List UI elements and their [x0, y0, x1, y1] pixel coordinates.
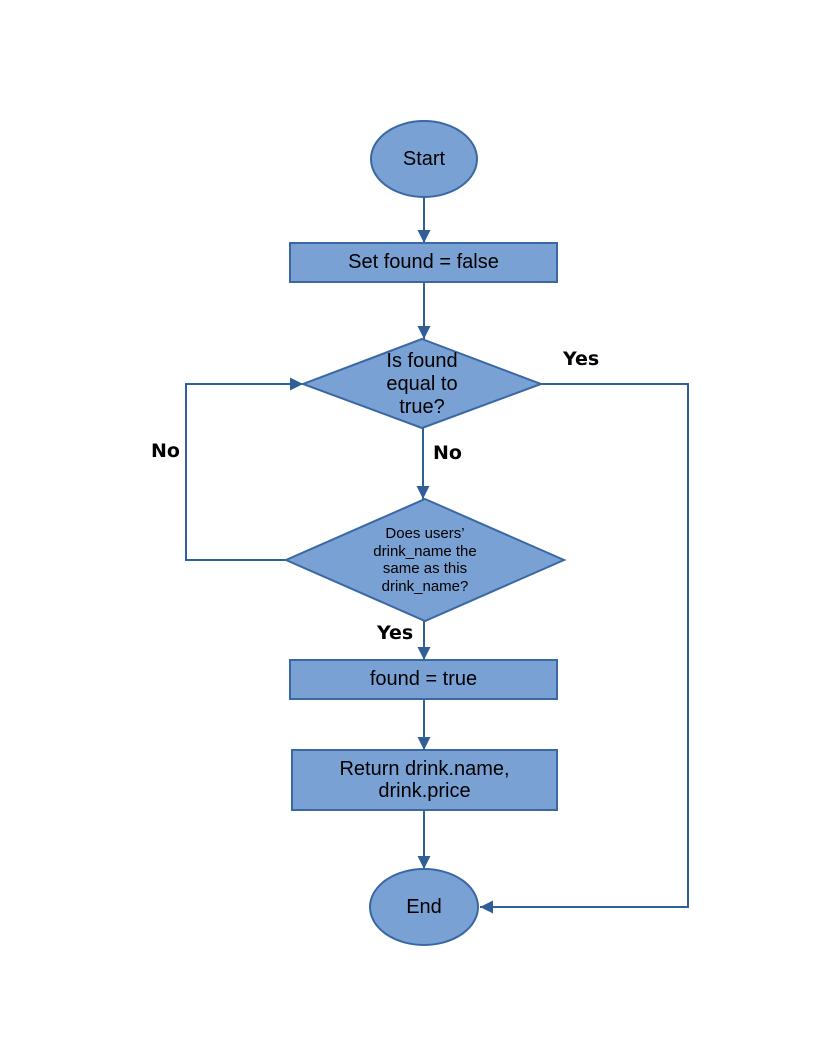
start-terminator-shape	[370, 120, 478, 198]
end-terminator-shape	[369, 868, 479, 946]
is-found-decision-shape	[300, 337, 544, 430]
found-true-process-shape	[289, 659, 558, 700]
set-found-process-shape	[289, 242, 558, 283]
return-process-shape	[291, 749, 558, 811]
connector-is-found-yes-to-end	[480, 383, 689, 914]
connector-drink-match-no-to-is-found	[185, 377, 303, 561]
drink-match-decision-shape	[283, 497, 567, 623]
